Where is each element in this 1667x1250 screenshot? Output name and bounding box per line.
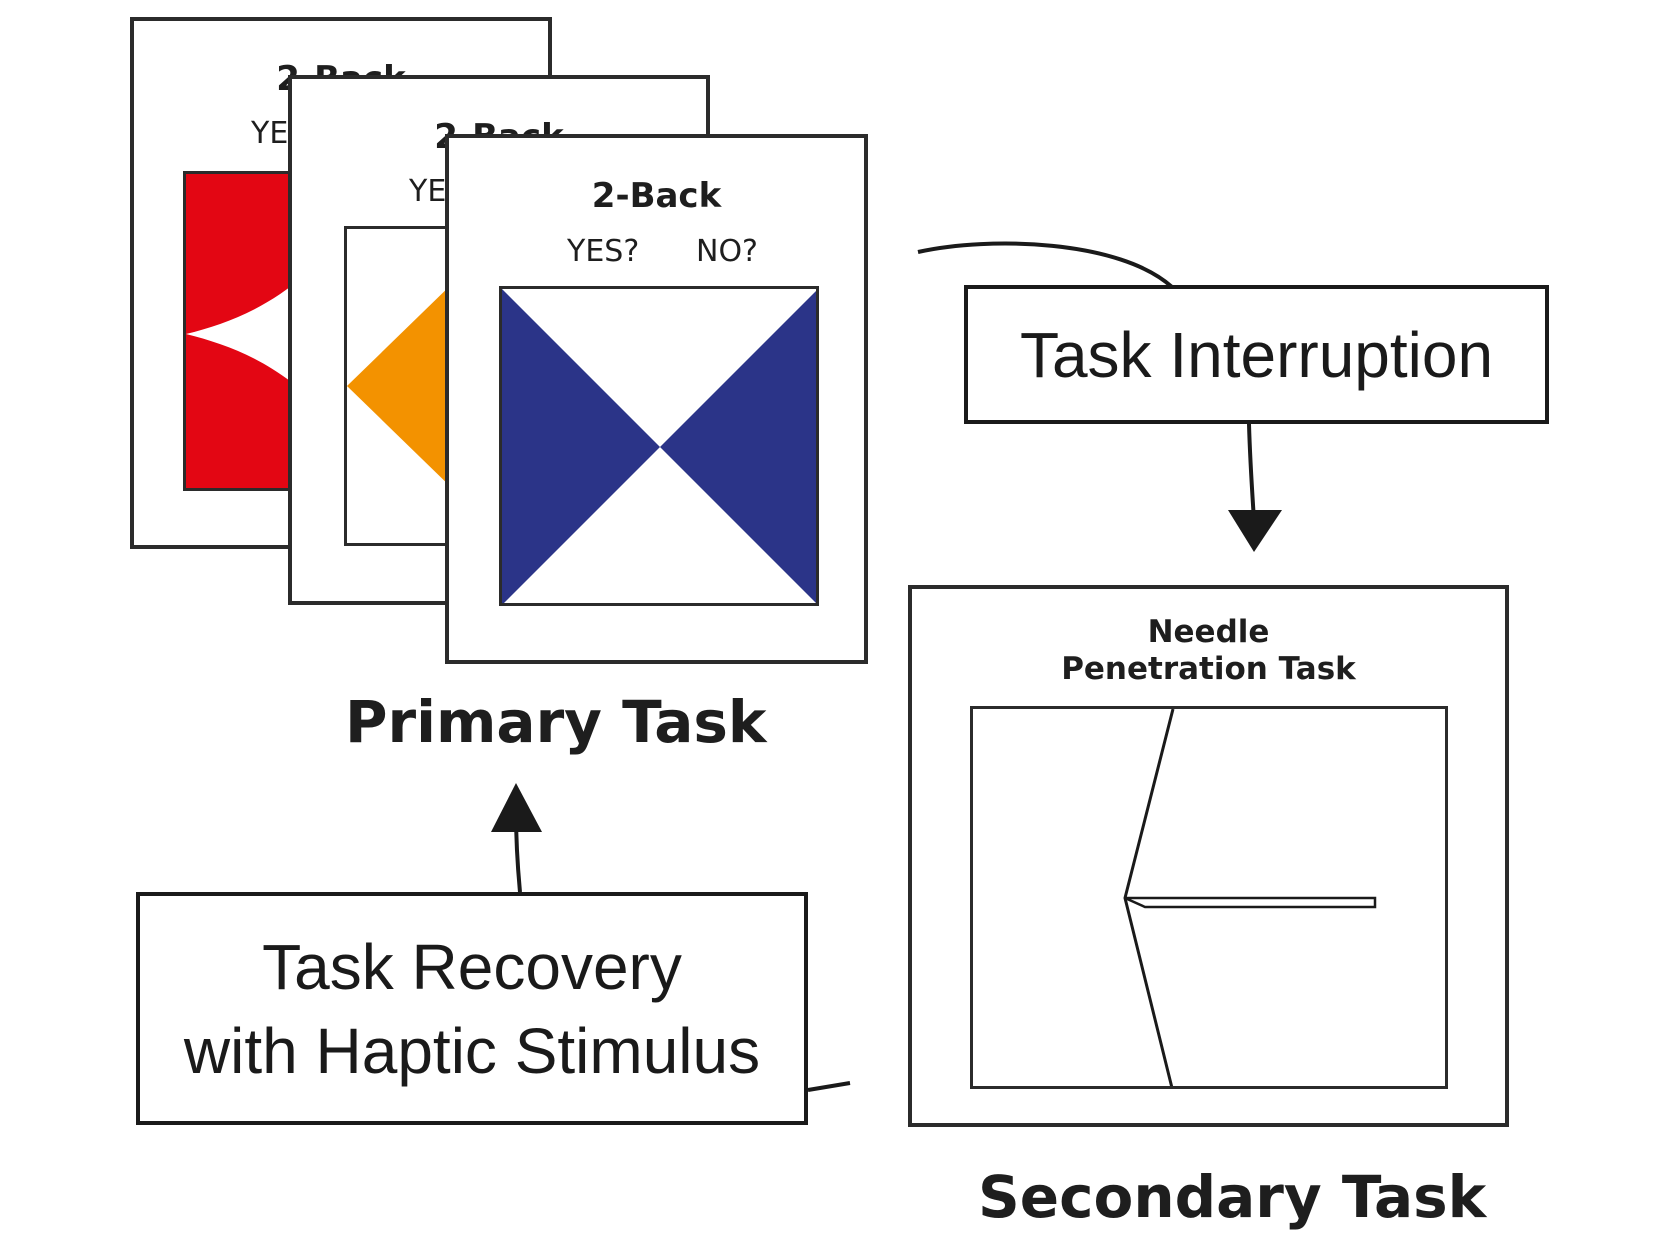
task-interruption-box: Task Interruption [964,285,1549,424]
secondary-to-recovery-line [807,1081,851,1092]
interruption-arrowhead-down [1228,510,1282,552]
interruption-incoming-curve [917,241,1174,289]
yes-option[interactable]: YES? [567,234,640,269]
secondary-task-card: Needle Penetration Task [908,585,1509,1127]
recovery-arrowhead-up [491,783,542,832]
middle-card-yes-label: YE [409,174,447,209]
back-card-yes-label: YE [251,116,289,151]
task-recovery-line1: Task Recovery [262,930,682,1003]
interruption-to-secondary-line [1247,423,1256,521]
task-interruption-label: Task Interruption [1019,318,1494,391]
secondary-task-caption: Secondary Task [978,1163,1487,1231]
task-recovery-box: Task Recovery with Haptic Stimulus [136,892,808,1125]
needle-title-line1: Needle [1147,614,1270,650]
needle-title-line2: Penetration Task [1061,651,1356,687]
primary-task-caption: Primary Task [345,688,767,756]
front-card-title: 2-Back [591,176,722,216]
task-recovery-line2: with Haptic Stimulus [183,1014,761,1087]
blue-hourglass-stimulus [499,286,819,606]
no-option[interactable]: NO? [696,234,758,269]
needle-display [970,706,1448,1089]
front-card-blue: 2-Back YES? NO? [445,134,868,664]
needle-shape [1124,896,1377,909]
